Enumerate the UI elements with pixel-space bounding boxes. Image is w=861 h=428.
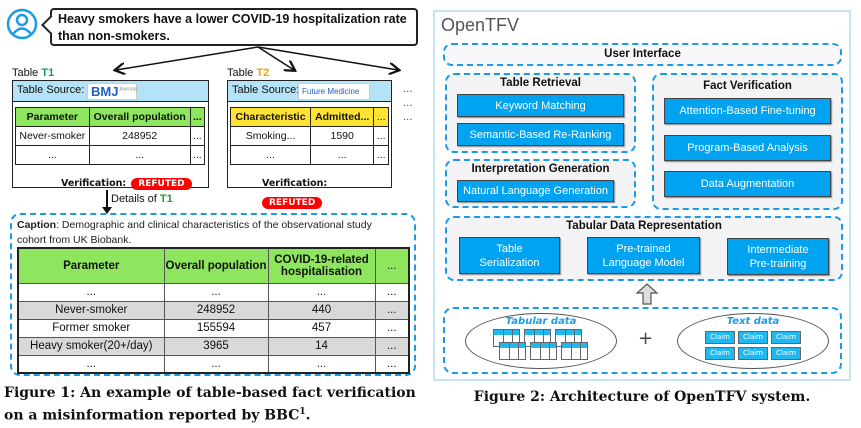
user-interface-panel: User Interface — [443, 43, 842, 66]
claim-chip: Claim — [771, 347, 801, 360]
verification-row: Verification: REFUTED — [262, 178, 328, 209]
table-row: ............ — [17, 354, 410, 374]
details-panel: Caption: Demographic and clinical charac… — [10, 213, 416, 376]
table-source-row: Table Source: Future Medicine — [228, 81, 391, 102]
claim-chip: Claim — [705, 331, 735, 344]
more-tables-ellipsis: ......... — [403, 84, 413, 123]
bmj-logo: BMJJournals — [87, 83, 137, 100]
mini-table-icon — [530, 342, 557, 360]
panel-title: Tabular Data Representation — [566, 220, 722, 232]
claim-chip: Claim — [738, 331, 768, 344]
fact-verification-panel: Fact Verification Attention-Based Fine-t… — [652, 73, 843, 210]
tabular-representation-panel: Tabular Data Representation Table Serial… — [445, 216, 843, 281]
semantic-reranking-box: Semantic-Based Re-Ranking — [457, 123, 624, 146]
claim-chip: Claim — [771, 331, 801, 344]
figure-1-caption: Figure 1: An example of table-based fact… — [4, 385, 416, 424]
up-arrow-icon — [635, 283, 659, 305]
pretrained-lm-box: Pre-trained Language Model — [587, 237, 700, 274]
panel-title: Interpretation Generation — [471, 163, 610, 175]
claim-chip: Claim — [738, 347, 768, 360]
refuted-badge: REFUTED — [131, 178, 192, 190]
figure-1: Heavy smokers have a lower COVID-19 hosp… — [0, 0, 430, 428]
plus-sign: + — [638, 328, 654, 349]
refuted-badge: REFUTED — [262, 197, 323, 209]
mini-table-icon — [499, 342, 526, 360]
figure-2: OpenTFV User Interface Table Retrieval K… — [433, 10, 851, 381]
panel-title: Fact Verification — [703, 80, 792, 92]
details-label: Details of T1 — [111, 193, 173, 205]
interpretation-generation-panel: Interpretation Generation Natural Langua… — [445, 159, 636, 208]
mini-table-icon — [561, 342, 588, 360]
claim-bubble: Heavy smokers have a lower COVID-19 hosp… — [50, 8, 418, 46]
text-data-label: Text data — [726, 316, 780, 327]
data-augmentation-box: Data Augmentation — [664, 171, 831, 197]
keyword-matching-box: Keyword Matching — [457, 94, 624, 117]
intermediate-pretraining-box: Intermediate Pre-training — [727, 238, 829, 275]
future-medicine-logo: Future Medicine — [298, 83, 370, 100]
details-arrowhead — [102, 207, 112, 214]
table-t1-label: Table T1 — [12, 67, 55, 79]
attention-finetuning-box: Attention-Based Fine-tuning — [664, 98, 831, 124]
table-serialization-box: Table Serialization — [459, 237, 560, 274]
table-row: ............ — [17, 282, 410, 302]
tabular-data-ellipse: Tabular data — [465, 313, 617, 369]
verification-row: Verification: REFUTED — [61, 171, 192, 190]
opentfv-logo: OpenTFV — [441, 15, 520, 35]
table-retrieval-panel: Table Retrieval Keyword Matching Semanti… — [445, 73, 636, 153]
table-caption: Caption: Demographic and clinical charac… — [17, 219, 372, 246]
figure-2-caption: Figure 2: Architecture of OpenTFV system… — [473, 389, 811, 405]
claim-arrows — [0, 46, 430, 80]
program-analysis-box: Program-Based Analysis — [664, 135, 831, 161]
nlg-box: Natural Language Generation — [457, 180, 614, 202]
table-source-row: Table Source: BMJJournals — [13, 81, 208, 102]
details-arrow — [106, 190, 108, 210]
table-t2-label: Table T2 — [227, 67, 270, 79]
claim-chip: Claim — [705, 347, 735, 360]
panel-title: Table Retrieval — [500, 77, 581, 89]
user-circle-icon — [6, 8, 38, 40]
tabular-data-label: Tabular data — [505, 316, 577, 327]
table-t2-card: Table Source: Future Medicine Characteri… — [227, 80, 392, 209]
